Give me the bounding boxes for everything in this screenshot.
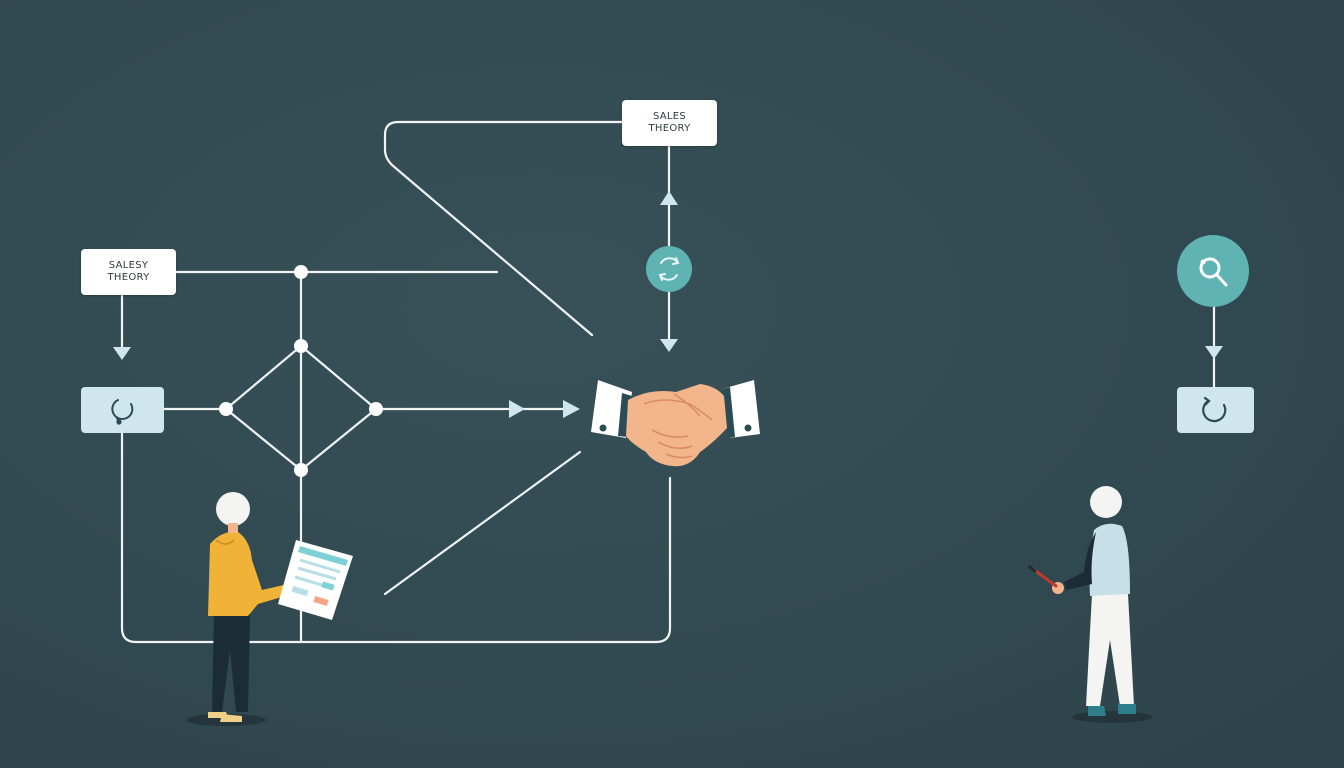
junction-dot <box>219 402 233 416</box>
top-refresh-node <box>646 246 692 292</box>
salesy-theory-left-box: SALESY THEORY <box>81 249 176 295</box>
top-loop-line <box>383 120 624 337</box>
person-right <box>1028 486 1152 723</box>
arrowhead-left-down <box>113 347 131 360</box>
arrowhead-up <box>660 191 678 205</box>
lower-diagonal-line <box>383 450 582 596</box>
junction-dot <box>294 339 308 353</box>
arrowhead-right-2 <box>563 400 580 418</box>
person-left <box>186 492 297 726</box>
arrowhead-down-right <box>1205 346 1223 359</box>
search-icon <box>1199 257 1228 287</box>
junction-dot <box>294 463 308 477</box>
box-label-line2: THEORY <box>107 272 150 283</box>
box-label-line2: THEORY <box>648 123 691 134</box>
right-search-node <box>1177 235 1249 307</box>
refresh-icon <box>658 257 680 281</box>
arrowhead-right-1 <box>509 400 525 418</box>
handshake-icon <box>591 380 760 467</box>
arrowhead-down-top <box>660 339 678 352</box>
document-icon <box>278 540 353 620</box>
bottom-loop-line <box>120 431 672 644</box>
connector-lines <box>120 120 1216 644</box>
junction-dot <box>369 402 383 416</box>
refresh-icon <box>111 399 134 425</box>
box-label-line1: SALES <box>652 111 687 122</box>
arrowheads <box>113 191 1223 418</box>
sales-theory-top-box: SALES THEORY <box>622 100 717 146</box>
junction-dot <box>294 265 308 279</box>
box-label-line1: SALESY <box>108 260 149 271</box>
left-refresh-node <box>81 387 164 433</box>
junction-dots <box>219 265 383 477</box>
right-refresh-node <box>1177 387 1254 433</box>
refresh-icon <box>1202 396 1227 423</box>
